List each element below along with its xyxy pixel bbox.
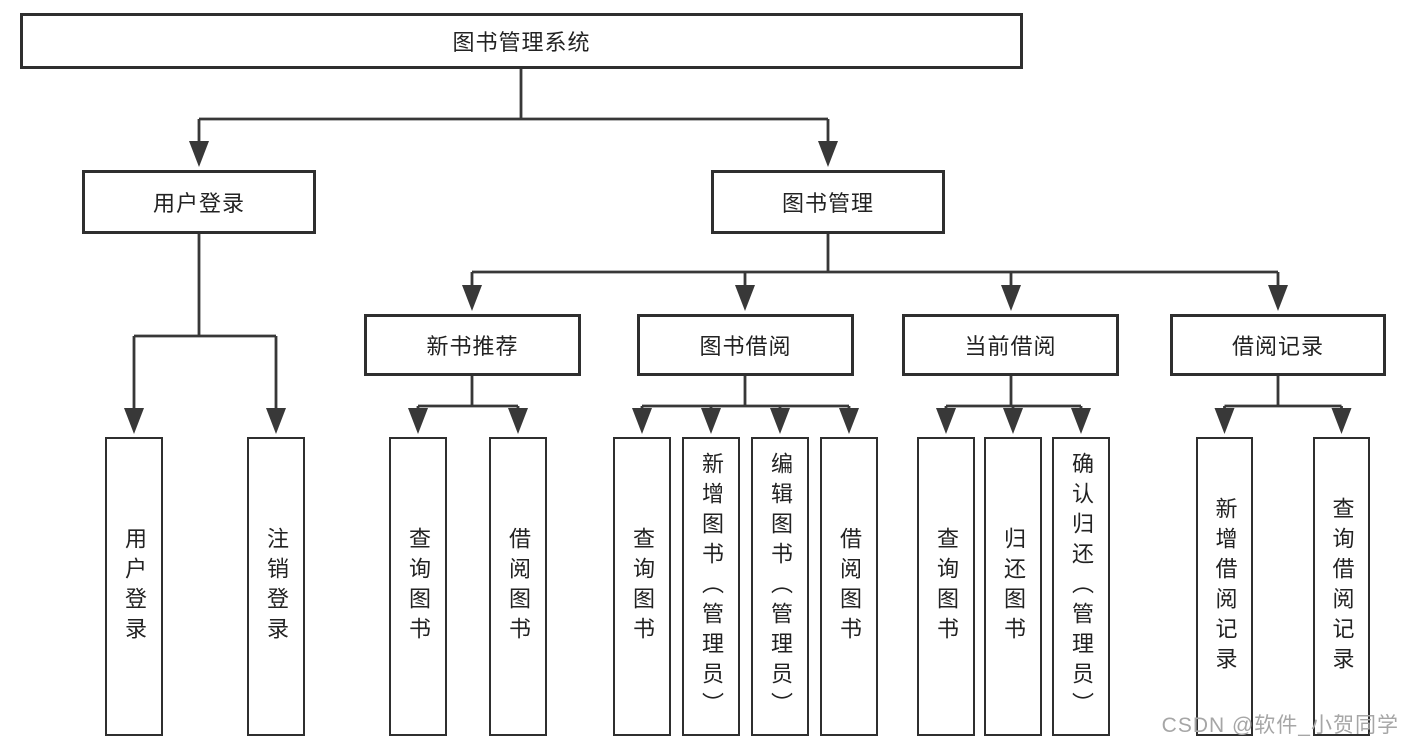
leaf-query-books-newrec: 查询图书 xyxy=(389,437,447,736)
node-label: 新增图书（管理员） xyxy=(699,451,724,722)
node-label: 当前借阅 xyxy=(964,334,1057,359)
leaf-borrow-books-newrec: 借阅图书 xyxy=(489,437,547,736)
node-current-borrow: 当前借阅 xyxy=(902,314,1119,376)
leaf-borrow-books-borrow: 借阅图书 xyxy=(820,437,878,736)
node-label: 借阅记录 xyxy=(1231,334,1324,359)
connector-newrec-to-leaves xyxy=(416,376,520,414)
node-label: 新书推荐 xyxy=(426,334,519,359)
node-label: 图书管理系统 xyxy=(452,30,591,55)
leaf-user-login: 用户登录 xyxy=(105,437,163,736)
node-label: 新增借阅记录 xyxy=(1212,496,1238,677)
connector-records-to-leaves xyxy=(1223,376,1343,414)
node-label: 用户登录 xyxy=(122,526,147,647)
leaf-confirm-return-admin: 确认归还（管理员） xyxy=(1052,437,1110,736)
node-label: 查询图书 xyxy=(630,526,655,647)
leaf-query-books-current: 查询图书 xyxy=(917,437,975,736)
leaf-logout: 注销登录 xyxy=(247,437,305,736)
node-label: 借阅图书 xyxy=(837,526,862,647)
leaf-return-book: 归还图书 xyxy=(984,437,1042,736)
connector-userlogin-to-leaves xyxy=(132,234,278,412)
node-label: 注销登录 xyxy=(264,526,289,647)
node-book-management: 图书管理 xyxy=(711,170,945,234)
node-label: 查询图书 xyxy=(934,526,959,647)
node-user-login: 用户登录 xyxy=(82,170,316,234)
node-label: 查询借阅记录 xyxy=(1329,496,1355,677)
node-book-borrow: 图书借阅 xyxy=(637,314,854,376)
leaf-query-books-borrow: 查询图书 xyxy=(613,437,671,736)
node-label: 借阅图书 xyxy=(506,526,531,647)
leaf-query-borrow-record: 查询借阅记录 xyxy=(1313,437,1370,736)
node-label: 归还图书 xyxy=(1001,526,1026,647)
leaf-edit-book-admin: 编辑图书（管理员） xyxy=(751,437,809,736)
node-label: 图书借阅 xyxy=(699,334,792,359)
node-root: 图书管理系统 xyxy=(20,13,1023,69)
connector-root-to-level2 xyxy=(197,69,830,145)
arrowheads xyxy=(124,141,1352,434)
node-label: 确认归还（管理员） xyxy=(1069,451,1094,722)
node-label: 编辑图书（管理员） xyxy=(768,451,793,722)
leaf-add-borrow-record: 新增借阅记录 xyxy=(1196,437,1253,736)
node-label: 查询图书 xyxy=(406,526,431,647)
leaf-add-book-admin: 新增图书（管理员） xyxy=(682,437,740,736)
connector-bookborrow-to-leaves xyxy=(640,376,851,414)
node-borrow-records: 借阅记录 xyxy=(1170,314,1386,376)
node-label: 用户登录 xyxy=(152,191,245,216)
node-label: 图书管理 xyxy=(781,191,874,216)
watermark: CSDN @软件_小贺同学 xyxy=(1161,714,1399,737)
node-new-book-recommend: 新书推荐 xyxy=(364,314,581,376)
connector-bookmgmt-to-level3 xyxy=(470,234,1280,289)
